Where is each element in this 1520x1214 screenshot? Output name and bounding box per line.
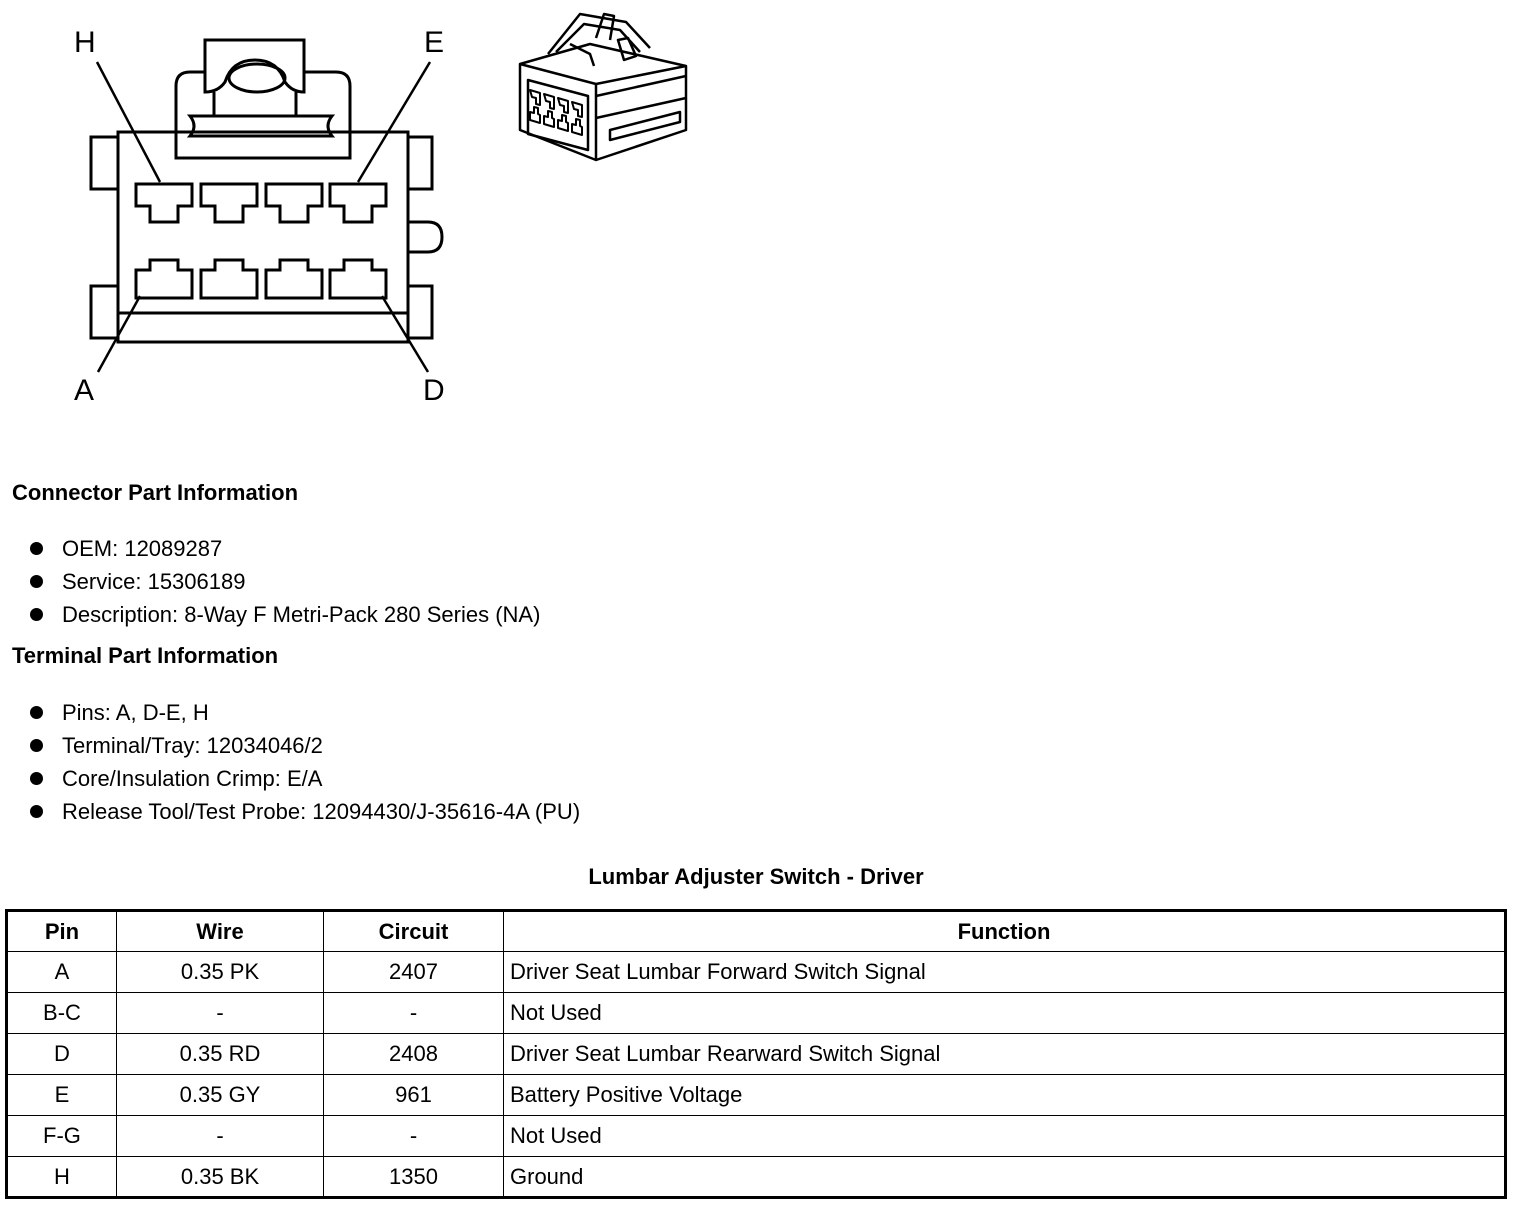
cavity-top-3 <box>264 182 324 224</box>
header-wire: Wire <box>116 910 324 952</box>
bullet-icon <box>30 772 43 785</box>
list-item: Core/Insulation Crimp: E/A <box>30 762 580 795</box>
cell-function: Battery Positive Voltage <box>503 1074 1506 1116</box>
leader-line-e <box>356 61 432 183</box>
cell-function: Not Used <box>503 992 1506 1034</box>
pin-label-h: H <box>74 26 96 59</box>
list-item: Terminal/Tray: 12034046/2 <box>30 729 580 762</box>
latch-lock-bar <box>186 114 336 138</box>
pinout-table: Pin Wire Circuit Function A 0.35 PK 2407… <box>5 909 1507 1199</box>
table-row: H 0.35 BK 1350 Ground <box>6 1156 1506 1198</box>
cell-circuit: 961 <box>323 1074 504 1116</box>
cell-circuit: - <box>323 992 504 1034</box>
header-function: Function <box>503 910 1506 952</box>
cell-pin: F-G <box>6 1115 117 1157</box>
latch-arm <box>203 58 306 94</box>
bullet-icon <box>30 739 43 752</box>
leader-line-h <box>95 61 162 183</box>
cell-wire: - <box>116 1115 324 1157</box>
cell-wire: 0.35 RD <box>116 1033 324 1075</box>
cell-pin: A <box>6 951 117 993</box>
cell-wire: - <box>116 992 324 1034</box>
cell-wire: 0.35 BK <box>116 1156 324 1198</box>
table-row: B-C - - Not Used <box>6 992 1506 1034</box>
terminal-info-list: Pins: A, D-E, H Terminal/Tray: 12034046/… <box>30 696 580 828</box>
cell-circuit: 2408 <box>323 1033 504 1075</box>
table-header-row: Pin Wire Circuit Function <box>6 910 1506 952</box>
table-row: A 0.35 PK 2407 Driver Seat Lumbar Forwar… <box>6 951 1506 993</box>
list-item: Pins: A, D-E, H <box>30 696 580 729</box>
table-row: F-G - - Not Used <box>6 1115 1506 1157</box>
bullet-icon <box>30 608 43 621</box>
cell-circuit: 2407 <box>323 951 504 993</box>
cell-pin: H <box>6 1156 117 1198</box>
terminal-info-heading: Terminal Part Information <box>12 643 279 668</box>
leader-line-d <box>380 295 430 373</box>
table-row: E 0.35 GY 961 Battery Positive Voltage <box>6 1074 1506 1116</box>
cell-function: Driver Seat Lumbar Forward Switch Signal <box>503 951 1506 993</box>
cavity-bottom-3 <box>264 258 324 300</box>
table-title: Lumbar Adjuster Switch - Driver <box>588 864 924 889</box>
connector-info-list: OEM: 12089287 Service: 15306189 Descript… <box>30 532 540 631</box>
connector-tab-left-bottom <box>89 284 120 340</box>
header-circuit: Circuit <box>323 910 504 952</box>
cell-wire: 0.35 PK <box>116 951 324 993</box>
pin-label-a: A <box>74 374 94 407</box>
latch-opening <box>227 62 287 94</box>
latch-housing <box>174 38 352 160</box>
pin-label-d: D <box>423 374 445 407</box>
bullet-icon <box>30 542 43 555</box>
cell-circuit: 1350 <box>323 1156 504 1198</box>
list-item: Service: 15306189 <box>30 565 540 598</box>
cavity-top-4 <box>328 182 388 224</box>
cell-pin: D <box>6 1033 117 1075</box>
cell-pin: B-C <box>6 992 117 1034</box>
cell-function: Not Used <box>503 1115 1506 1157</box>
list-item: OEM: 12089287 <box>30 532 540 565</box>
connector-side-bump <box>408 220 444 254</box>
list-item: Release Tool/Test Probe: 12094430/J-3561… <box>30 795 580 828</box>
cavity-top-1 <box>134 182 194 224</box>
bullet-icon <box>30 805 43 818</box>
cavity-bottom-1 <box>134 258 194 300</box>
connector-body <box>116 130 410 344</box>
cell-pin: E <box>6 1074 117 1116</box>
header-pin: Pin <box>6 910 117 952</box>
cavity-top-2 <box>199 182 259 224</box>
table-row: D 0.35 RD 2408 Driver Seat Lumbar Rearwa… <box>6 1033 1506 1075</box>
cavity-bottom-4 <box>328 258 388 300</box>
bullet-icon <box>30 575 43 588</box>
list-item: Description: 8-Way F Metri-Pack 280 Seri… <box>30 598 540 631</box>
cavity-bottom-2 <box>199 258 259 300</box>
cell-circuit: - <box>323 1115 504 1157</box>
connector-info-heading: Connector Part Information <box>12 480 299 505</box>
cell-wire: 0.35 GY <box>116 1074 324 1116</box>
connector-tab-left-top <box>89 135 120 191</box>
leader-line-a <box>96 295 142 373</box>
connector-tab-right-bottom <box>406 284 434 340</box>
cell-function: Driver Seat Lumbar Rearward Switch Signa… <box>503 1033 1506 1075</box>
connector-3d-view <box>518 12 688 162</box>
connector-diagram: H E A D <box>74 12 688 407</box>
pin-label-e: E <box>424 26 444 59</box>
bullet-icon <box>30 706 43 719</box>
cell-function: Ground <box>503 1156 1506 1198</box>
connector-tab-right-top <box>406 135 434 191</box>
